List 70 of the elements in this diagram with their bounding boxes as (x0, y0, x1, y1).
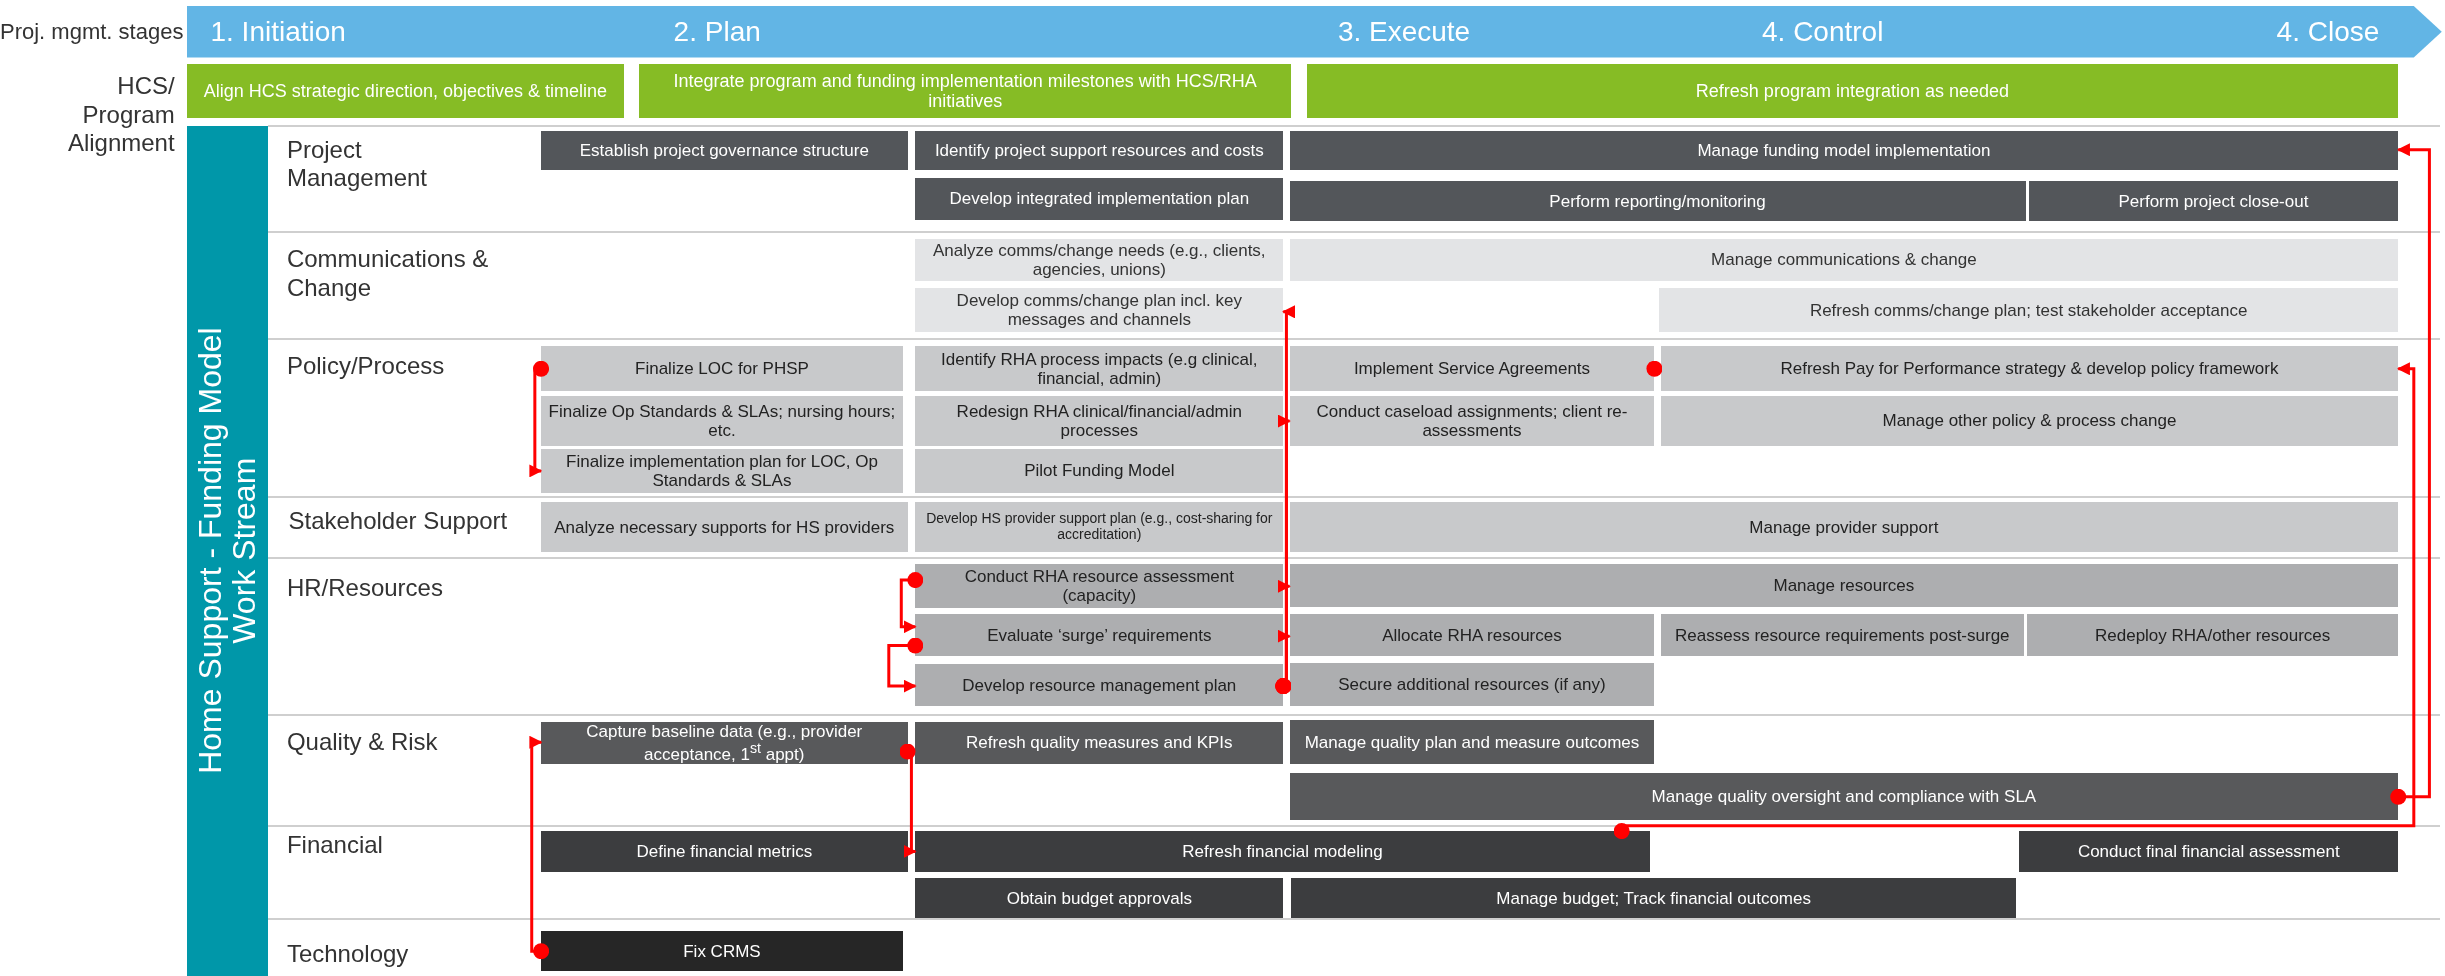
task-bar: Capture baseline data (e.g., provider acceptance, 1$^{st}$ appt) (541, 721, 908, 765)
task-bar: Develop resource management plan (915, 664, 1284, 707)
task-bar: Manage quality oversight and compliance with SLA (1289, 773, 2399, 821)
task-bar: Analyze comms/change needs (e.g., clients, agencies, unions) (915, 238, 1284, 281)
task-bar: Refresh financial modeling (915, 831, 1650, 872)
arrow (2390, 143, 2431, 805)
arrow (899, 743, 917, 858)
task-bar: Finalize implementation plan for LOC, Op Standards & SLAs (541, 449, 903, 493)
alignment-bar: Integrate program and funding implementation milestones with HCS/RHA initiatives (639, 63, 1292, 119)
task-bar: Manage resources (1289, 564, 2399, 607)
task-bar: Analyze necessary supports for HS providers (541, 502, 908, 552)
lane-label: Project Management (286, 135, 428, 194)
task-bar: Develop integrated implementation plan (915, 177, 1284, 220)
work-stream-band (187, 126, 269, 976)
task-bar: Manage funding model implementation (1289, 130, 2399, 170)
lane-label: Financial (286, 831, 384, 860)
stage-label: 2. Plan (673, 14, 761, 49)
stage-label: 1. Initiation (210, 14, 346, 49)
task-bar: Refresh comms/change plan; test stakeholder acceptance (1659, 288, 2399, 333)
task-bar: Identify project support resources and costs (915, 130, 1284, 170)
task-bar: Perform reporting/monitoring (1289, 180, 2026, 222)
task-bar: Identify RHA process impacts (e.g clinical, financial, admin) (915, 346, 1284, 392)
task-bar: Refresh quality measures and KPIs (915, 721, 1284, 765)
arrow (1613, 362, 2416, 840)
alignment-bar: Refresh program integration as needed (1306, 63, 2399, 119)
arrow (1275, 414, 1292, 695)
lane-label: Policy/Process (286, 352, 446, 382)
lane-label: Communications & Change (286, 244, 490, 303)
task-bar: Evaluate ‘surge’ requirements (915, 614, 1284, 657)
task-bar: Establish project governance structure (541, 130, 908, 170)
task-bar: Redesign RHA clinical/financial/admin processes (915, 396, 1284, 446)
lane-label: HR/Resources (286, 573, 444, 603)
task-bar: Develop comms/change plan incl. key messages and channels (915, 288, 1284, 333)
task-bar: Conduct final financial assessment (2019, 831, 2399, 872)
task-bar: Finalize LOC for PHSP (541, 346, 903, 392)
task-bar: Develop HS provider support plan (e.g., cost-sharing for accreditation) (915, 502, 1284, 552)
arrow (899, 572, 924, 634)
task-bar: Perform project close-out (2028, 180, 2399, 222)
alignment-bar: Align HCS strategic direction, objectives & timeline (187, 63, 624, 119)
arrow (1646, 360, 1663, 377)
task-bar: Finalize Op Standards & SLAs; nursing hours; etc. (541, 396, 903, 446)
task-bar: Implement Service Agreements (1289, 346, 1655, 392)
task-bar: Define financial metrics (541, 831, 908, 872)
task-bar: Conduct RHA resource assessment (capacity) (915, 564, 1284, 609)
task-bar: Manage other policy & process change (1660, 396, 2399, 446)
arrow (529, 360, 550, 478)
arrow (887, 637, 924, 693)
band-title: Home Support - Funding Model Work Stream (194, 327, 262, 777)
task-bar: Reassess resource requirements post-surge (1660, 614, 2024, 657)
task-bar: Manage quality plan and measure outcomes (1289, 720, 1655, 765)
lane-label: Technology (286, 940, 410, 970)
task-bar: Fix CRMS (541, 930, 903, 972)
stage-label: 3. Execute (1337, 14, 1471, 49)
row-label: HCS/ Program Alignment (66, 71, 175, 159)
arrow (529, 735, 550, 960)
task-bar: Allocate RHA resources (1289, 614, 1655, 657)
task-bar: Redeploy RHA/other resources (2027, 614, 2399, 657)
task-bar: Pilot Funding Model (915, 449, 1284, 493)
lane-label: Stakeholder Support (288, 506, 509, 536)
task-bar: Obtain budget approvals (915, 877, 1284, 919)
task-bar: Manage budget; Track financial outcomes (1291, 877, 2017, 919)
task-bar: Secure additional resources (if any) (1289, 662, 1655, 707)
task-bar: Conduct caseload assignments; client re-assessments (1289, 396, 1655, 446)
stage-label: 4. Close (2276, 14, 2380, 49)
task-bar: Refresh Pay for Performance strategy & develop policy framework (1660, 346, 2399, 392)
lane-label: Quality & Risk (286, 728, 439, 757)
task-bar: Manage provider support (1289, 502, 2399, 552)
stage-label: 4. Control (1762, 14, 1884, 49)
stage-banner (187, 6, 2442, 58)
task-bar: Manage communications & change (1289, 238, 2399, 281)
